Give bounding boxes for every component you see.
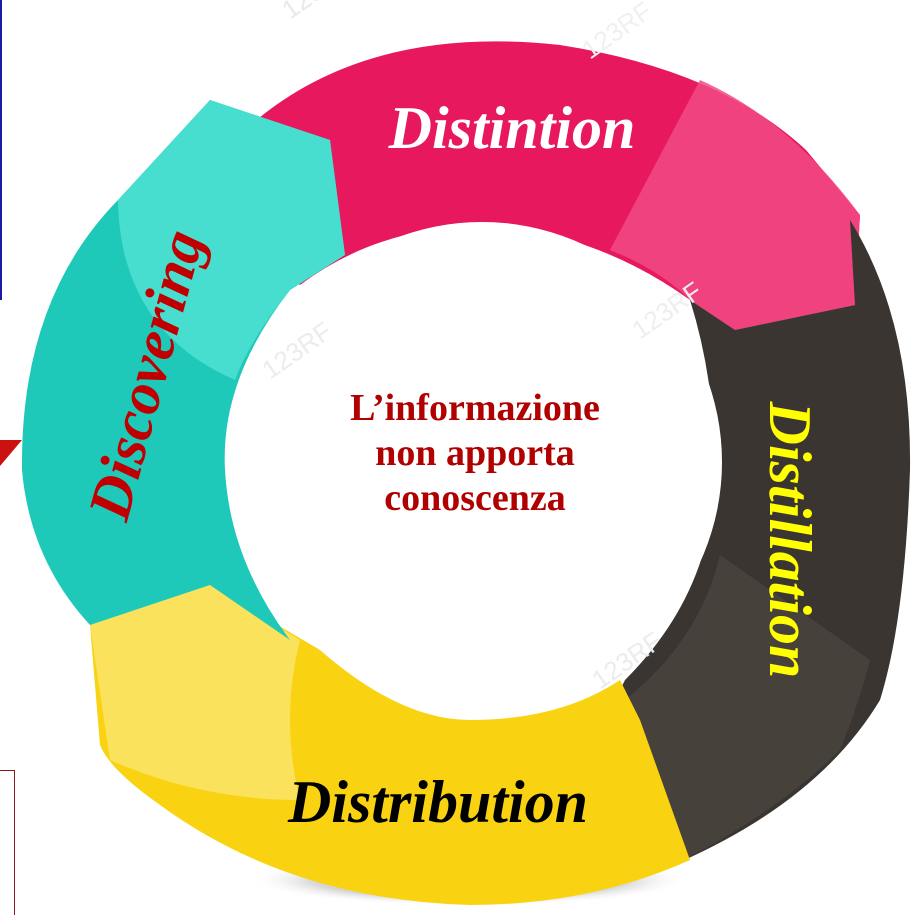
label-distintion: Distintion xyxy=(388,95,636,161)
label-distribution: Distribution xyxy=(287,769,588,835)
center-circle xyxy=(242,222,722,702)
watermark-2: 123RF xyxy=(576,0,657,65)
segment-discovering-highlight xyxy=(118,100,345,380)
center-text-line-2: non apporta xyxy=(375,432,575,474)
label-distillation: Distillation xyxy=(757,401,823,679)
segment-distribution-highlight xyxy=(90,585,300,800)
left-border-fragment xyxy=(0,0,2,300)
segment-distillation-highlight xyxy=(605,555,870,862)
segment-distintion-highlight xyxy=(610,80,860,330)
center-text-line-3: conoscenza xyxy=(384,477,566,519)
bottom-left-box-fragment xyxy=(0,770,15,915)
center-text-line-1: L’informazione xyxy=(350,387,600,429)
watermark-1: 123RF xyxy=(276,0,357,25)
